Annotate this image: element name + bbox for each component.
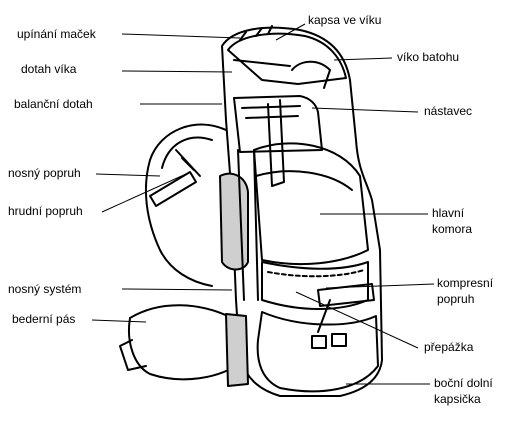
leader-upinani-macek xyxy=(121,33,241,39)
leader-nosny-popruh xyxy=(95,173,161,177)
label-nosny-system: nosný systém xyxy=(8,282,82,296)
label-nosny-popruh: nosný popruh xyxy=(8,166,81,180)
label-bocni-dolni-kapsicka-line2: kapsička xyxy=(434,392,481,406)
label-balancni-dotah: balanční dotah xyxy=(14,97,93,111)
lid xyxy=(227,32,347,85)
compression-strap xyxy=(317,283,375,307)
leader-nastavec xyxy=(311,107,419,113)
label-nastavec: nástavec xyxy=(424,104,473,118)
label-hlavni-komora-line1: hlavní xyxy=(432,206,465,220)
leader-hrudni-popruh xyxy=(101,173,187,213)
backpack-frame xyxy=(221,26,383,397)
leader-kapsa-ve-viku xyxy=(275,23,306,41)
label-viko-batohu: víko batohu xyxy=(397,50,460,64)
hip-pad xyxy=(225,313,249,387)
leader-viko-batohu xyxy=(333,57,393,61)
chest-strap xyxy=(149,171,197,207)
label-kompresni-popruh-line2: popruh xyxy=(437,292,475,306)
hip-belt xyxy=(128,304,245,381)
shoulder-strap xyxy=(144,123,227,287)
shoulder-pad xyxy=(219,172,249,271)
label-bederni-pas: bederní pás xyxy=(12,312,76,326)
label-hrudni-popruh: hrudní popruh xyxy=(8,204,83,218)
extension-collar xyxy=(233,95,323,153)
leader-prepazka xyxy=(295,291,419,349)
label-kapsa-ve-viku: kapsa ve víku xyxy=(308,13,382,27)
label-dotah-vika: dotah víka xyxy=(21,62,77,76)
leader-bederni-pas xyxy=(91,319,147,323)
side-lower-pocket xyxy=(256,311,379,393)
leader-nosny-system xyxy=(121,288,233,291)
main-compartment xyxy=(253,142,369,266)
leader-kompresni-popruh xyxy=(325,283,435,289)
label-bocni-dolni-kapsicka-line1: boční dolní xyxy=(434,376,493,390)
leader-dotah-vika xyxy=(121,70,233,73)
label-prepazka: přepážka xyxy=(424,340,474,354)
label-hlavni-komora-line2: komora xyxy=(432,222,473,236)
label-upinani-macek: upínání maček xyxy=(17,27,96,41)
label-kompresni-popruh-line1: kompresní xyxy=(437,276,494,290)
